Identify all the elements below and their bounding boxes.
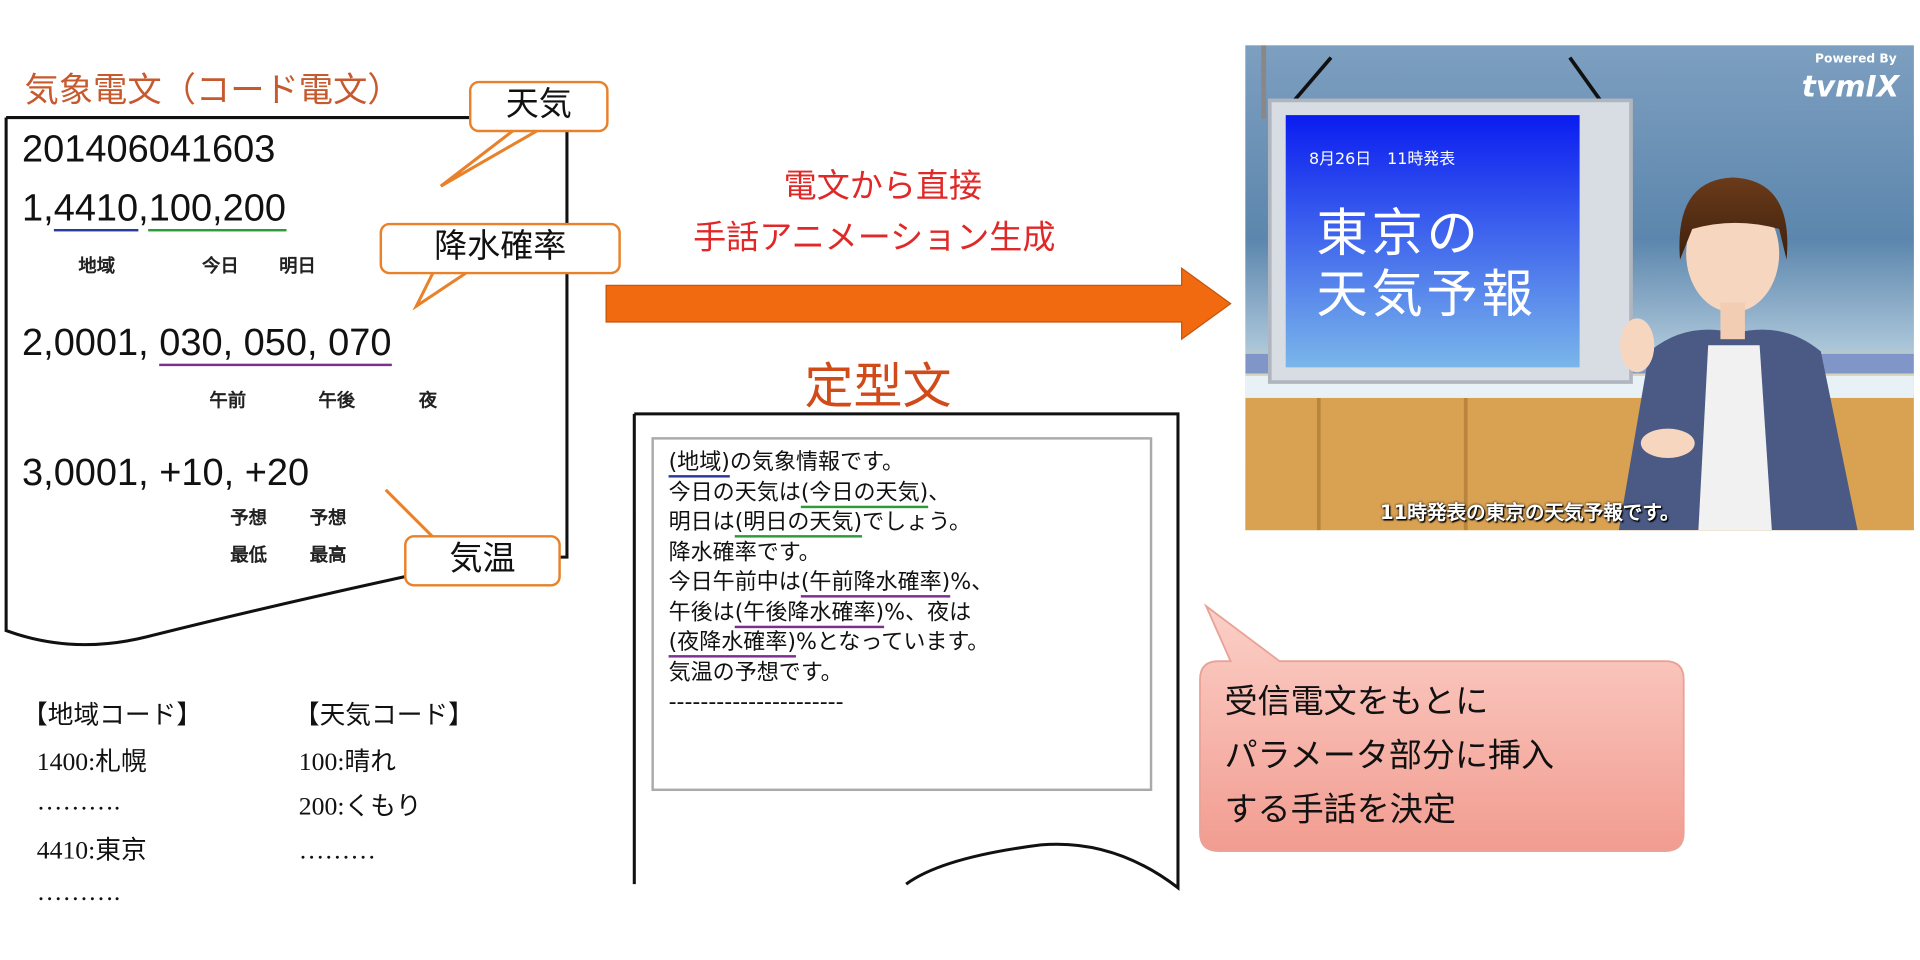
label-tomorrow: 明日 <box>279 254 316 277</box>
weather-code-item: 100:晴れ <box>298 746 396 777</box>
template-segment: 今日の天気は <box>668 479 801 506</box>
label-am: 午前 <box>209 389 247 412</box>
template-line: 降水確率です。 <box>669 538 994 568</box>
powered-by-label: Powered By <box>1815 52 1897 67</box>
code-telegram-title: 気象電文（コード電文） <box>24 69 402 111</box>
template-segment: (午後降水確率) <box>734 599 885 628</box>
template-line: 気温の予想です。 <box>669 658 994 688</box>
template-segment: (夜降水確率) <box>668 629 796 658</box>
template-segment: (地域) <box>668 449 730 478</box>
area-code-header: 【地域コード】 <box>22 700 203 730</box>
area-code-item: ………. <box>36 876 121 907</box>
template-segment: でしょう。 <box>862 509 971 536</box>
label-max1: 予想 <box>309 506 347 529</box>
balloon-temp: 気温 <box>404 535 561 587</box>
tvmix-logo: tvmIX <box>1801 69 1900 105</box>
template-line: 午後は(午後降水確率)%、夜は <box>669 598 994 628</box>
telegram-line-2: 2,0001, 030, 050, 070 <box>22 320 391 367</box>
template-line: (地域)の気象情報です。 <box>668 448 994 478</box>
template-line: 今日午前中は(午前降水確率)%、 <box>668 568 994 598</box>
template-line: 明日は(明日の天気)でしょう。 <box>669 508 994 538</box>
template-segment: 午後は <box>668 599 735 626</box>
weather-code-header: 【天気コード】 <box>293 700 474 730</box>
area-code-item: 4410:東京 <box>36 835 147 865</box>
template-segment: %となっています。 <box>795 629 990 656</box>
sign-language-tv-screenshot: Powered By tvmIX 8月26日 11時発表 東京の 天気予報 11… <box>1245 45 1914 531</box>
template-segment: (今日の天気) <box>800 479 929 508</box>
template-segment: 今日午前中は <box>668 569 801 596</box>
tv-title-line2: 天気予報 <box>1316 264 1537 325</box>
line1-prefix: 1, <box>22 186 54 229</box>
template-line: (夜降水確率)%となっています。 <box>668 628 994 658</box>
line2-probs: 030, 050, 070 <box>159 320 391 367</box>
telegram-line-0: 201406041603 <box>22 127 276 171</box>
weather-code-item: ……… <box>298 835 376 865</box>
telegram-line-3: 3,0001, +10, +20 <box>22 450 310 494</box>
template-text: (地域)の気象情報です。 今日の天気は(今日の天気)、 明日は(明日の天気)でし… <box>668 448 994 718</box>
label-pm: 午後 <box>318 389 356 412</box>
label-min2: 最低 <box>230 543 267 566</box>
label-night: 夜 <box>418 389 438 412</box>
label-min1: 予想 <box>230 506 267 529</box>
label-max2: 最高 <box>309 543 347 566</box>
template-segment: 降水確率です。 <box>668 539 821 566</box>
callout-bubble <box>1199 603 1685 852</box>
right-arrow-icon <box>605 266 1232 341</box>
template-segment: (午前降水確率) <box>800 569 951 598</box>
weather-code-item: 200:くもり <box>298 791 422 821</box>
template-segment: 明日は <box>668 509 735 536</box>
line2-prefix: 2,0001, <box>22 320 160 364</box>
label-area: 地域 <box>78 254 116 277</box>
line1-area: 4410 <box>53 186 139 232</box>
area-code-item: ………. <box>36 786 121 816</box>
line1-sep: , <box>138 186 149 229</box>
template-document-outline <box>632 412 1180 891</box>
line1-weather: 100,200 <box>148 186 286 232</box>
tv-subtitle: 11時発表の東京の天気予報です。 <box>1380 500 1680 525</box>
balloon-precip: 降水確率 <box>379 222 621 275</box>
template-segment: の気象情報です。 <box>729 449 904 476</box>
telegram-line-1: 1,4410,100,200 <box>22 186 286 232</box>
callout-line: 受信電文をもとに <box>1224 683 1489 722</box>
template-line: 今日の天気は(今日の天気)、 <box>669 478 994 508</box>
area-code-item: 1400:札幌 <box>36 746 147 777</box>
tv-title-line1: 東京の <box>1316 203 1482 264</box>
template-segment: %、 <box>950 569 994 596</box>
template-segment: (明日の天気) <box>734 509 863 538</box>
balloon-weather: 天気 <box>468 80 609 133</box>
template-segment: 気温の予想です。 <box>668 659 843 686</box>
caption-line2: 手話アニメーション生成 <box>693 219 1056 258</box>
template-line: ---------------------- <box>669 688 994 718</box>
studio-background <box>1245 45 1914 531</box>
template-segment: ---------------------- <box>668 689 844 716</box>
template-title: 定型文 <box>804 358 952 416</box>
tv-date: 8月26日 11時発表 <box>1308 150 1456 169</box>
caption-line1: 電文から直接 <box>783 167 983 206</box>
template-segment: 、 <box>928 479 951 506</box>
callout-text: 受信電文をもとに パラメータ部分に挿入 する手話を決定 <box>1225 676 1555 838</box>
template-segment: %、夜は <box>884 599 972 626</box>
callout-line: する手話を決定 <box>1224 791 1456 829</box>
document-outline <box>4 116 569 647</box>
label-today: 今日 <box>202 254 239 277</box>
callout-line: パラメータ部分に挿入 <box>1224 737 1555 776</box>
